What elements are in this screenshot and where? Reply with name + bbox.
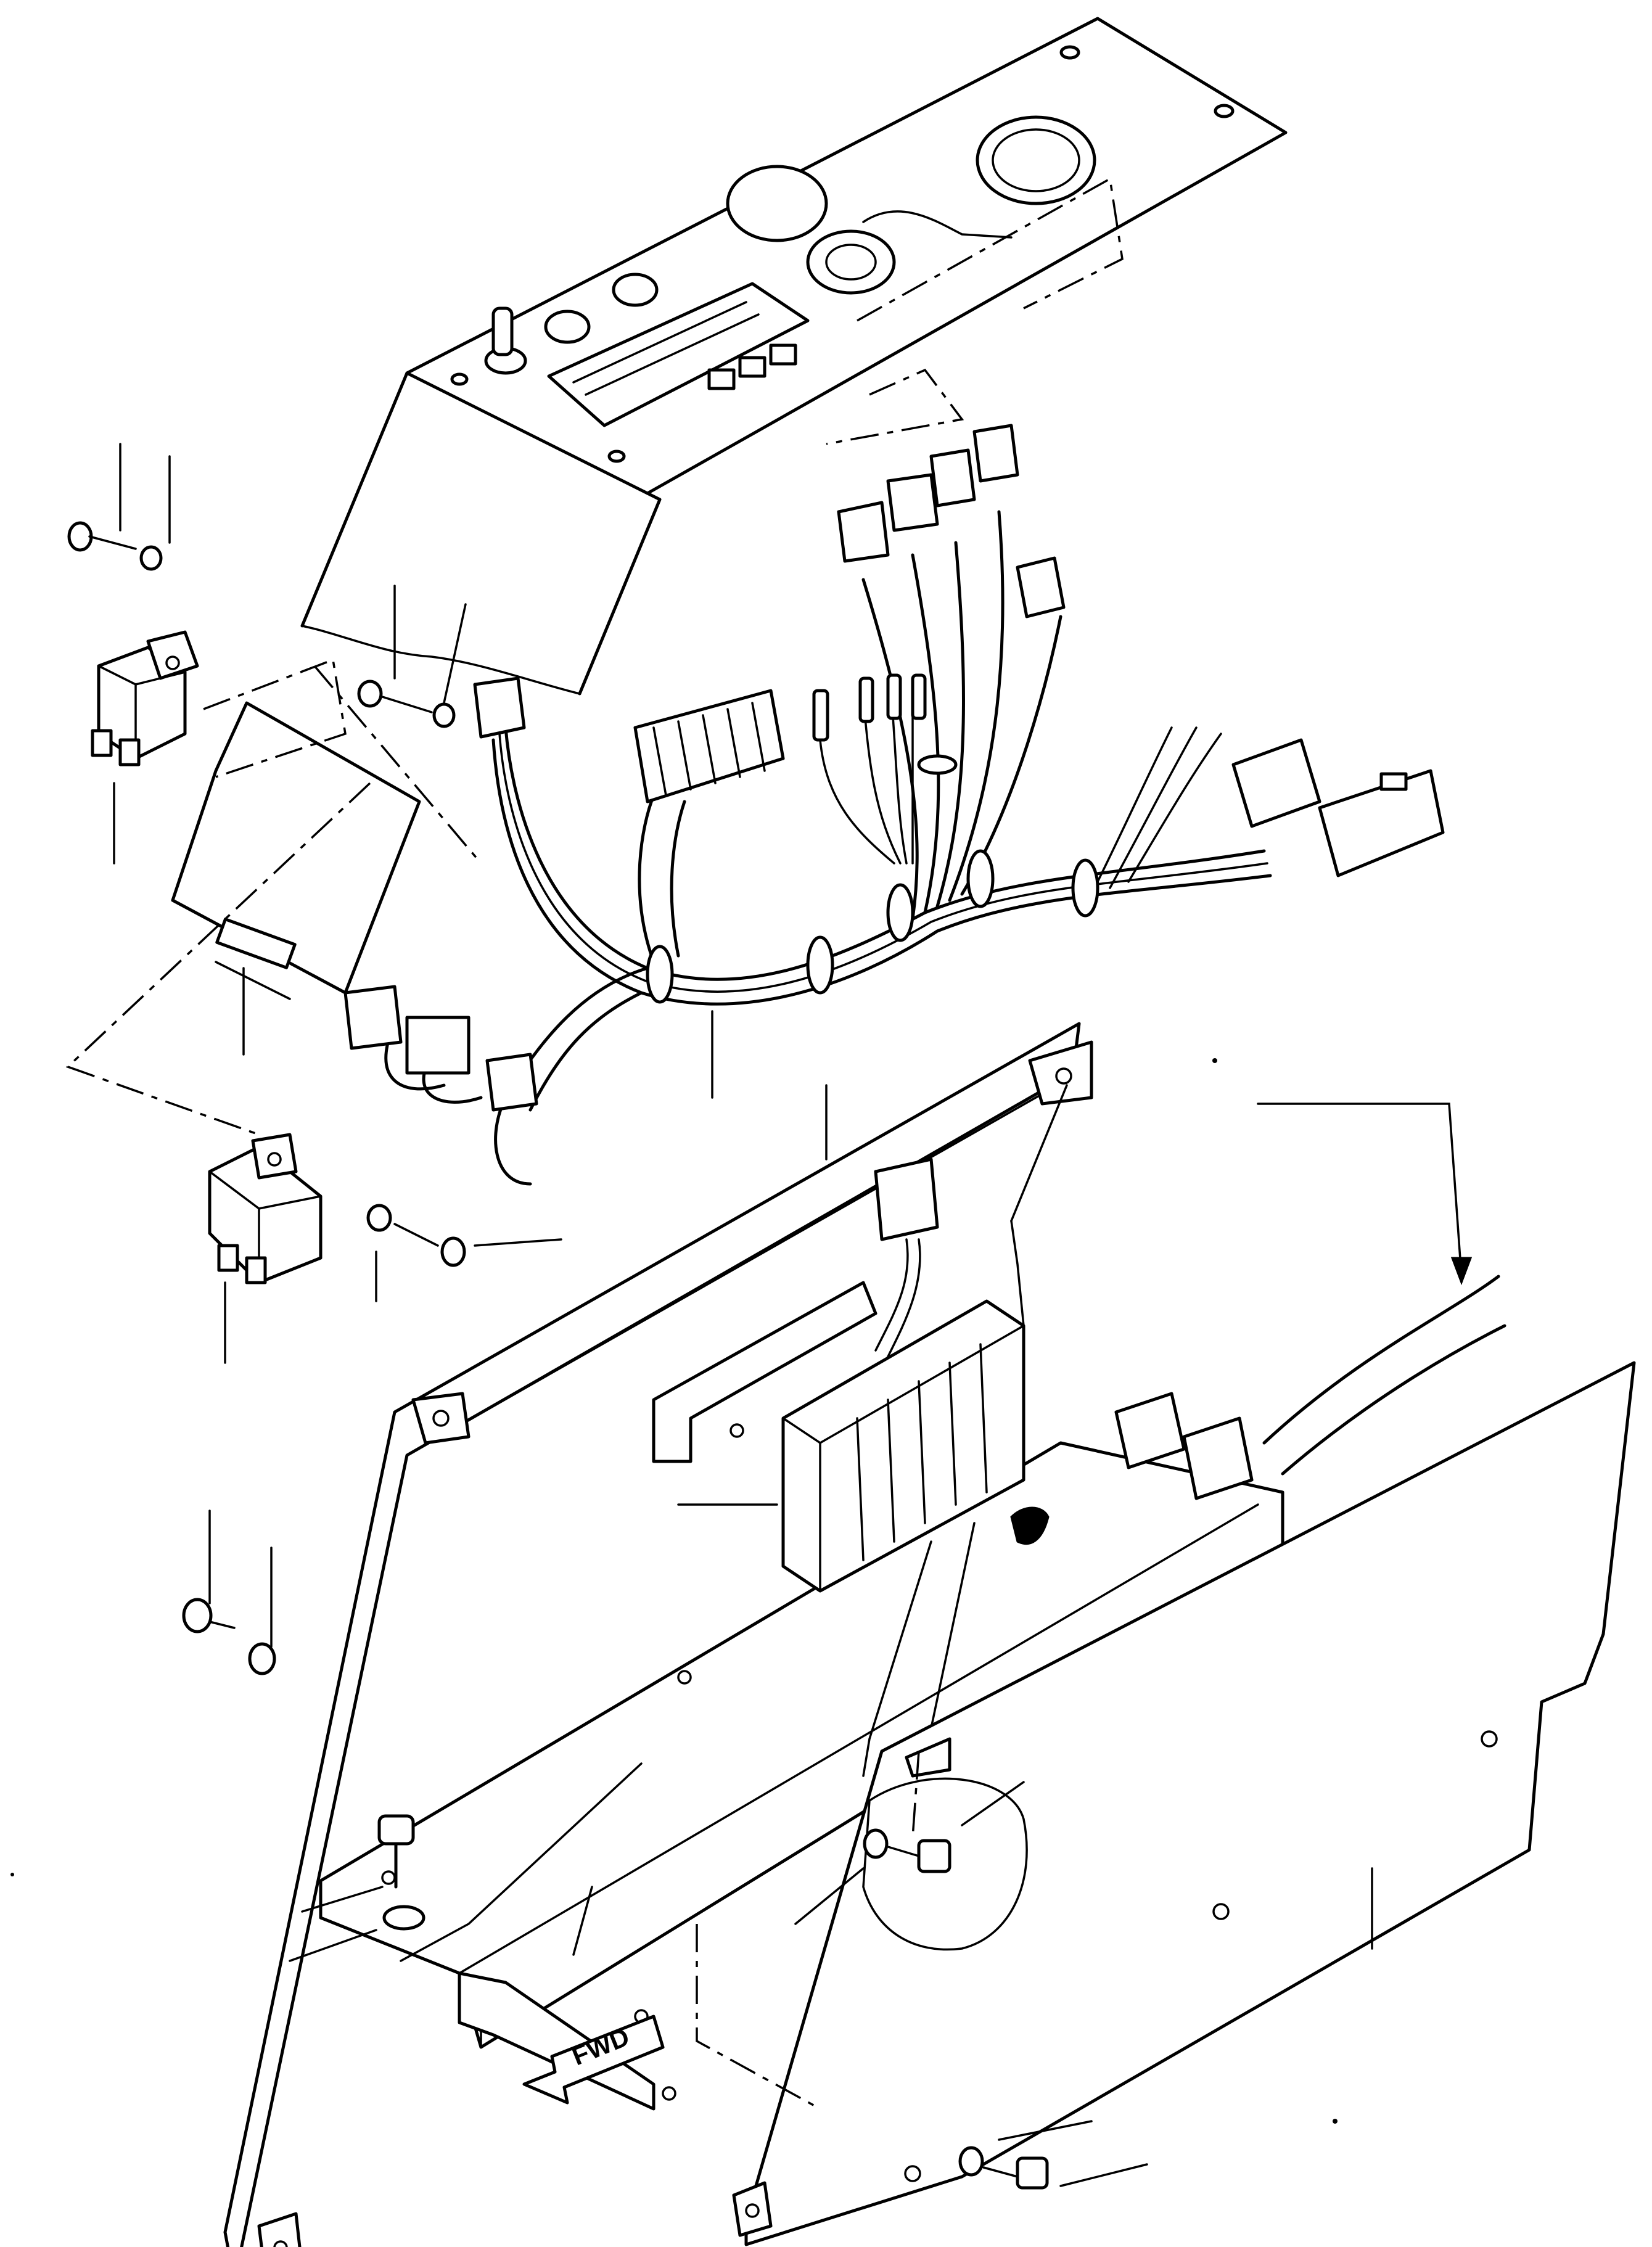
cable-tie (966, 849, 995, 908)
bolt-washer-bottom-right (958, 2146, 1049, 2190)
mounting-hole (607, 450, 626, 463)
cable-tie (646, 945, 674, 1004)
mounting-plate (223, 1022, 1093, 2247)
screw-washer-panel (357, 680, 456, 728)
mounting-hole (1214, 104, 1235, 118)
screw-washer-upper-left (67, 521, 163, 571)
cable-tie (806, 935, 834, 995)
gauge-cluster (726, 115, 1096, 295)
bolt-washer-bottom-left (377, 1814, 425, 1931)
rectifier-heatsink (781, 1299, 1025, 1593)
side-panel (732, 1361, 1636, 2246)
speck (1333, 2119, 1338, 2124)
relay-upper (91, 630, 199, 766)
indicator-lamp (612, 273, 659, 307)
instrument-panel (300, 17, 1288, 696)
ground-point (1010, 1506, 1050, 1545)
main-cable (1114, 1275, 1506, 1500)
cable-tie (886, 883, 914, 942)
fwd-arrow: FWD (522, 2015, 665, 2105)
speck (10, 1873, 14, 1876)
mounting-hole (450, 372, 469, 386)
relay-lower (208, 1133, 323, 1284)
rectifier-plug (874, 1157, 939, 1358)
cable-tie (1071, 858, 1099, 918)
toggle-switch (484, 306, 527, 375)
bolt-washer-left (182, 1598, 276, 1675)
control-module (171, 701, 421, 1000)
bracket-rectifier (652, 1281, 877, 1463)
harness-connectors (343, 424, 1445, 1112)
mounting-hole (1059, 45, 1080, 60)
cable-tie (917, 754, 958, 775)
ground-patch (862, 1777, 1028, 1951)
arrowhead (1450, 1257, 1473, 1286)
speck (1212, 1058, 1217, 1063)
bolt-washer-center (863, 1828, 951, 1873)
switch-bank (547, 282, 810, 427)
screw-washer-relay (366, 1204, 466, 1267)
indicator-lamp (544, 310, 591, 344)
